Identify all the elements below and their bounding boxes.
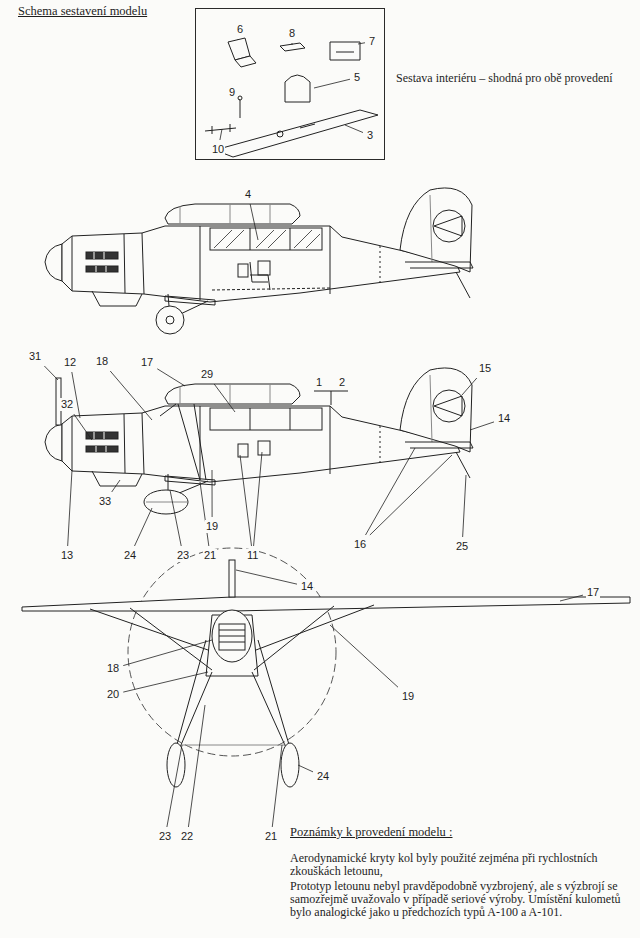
callout-number: 17 — [586, 586, 600, 599]
callout-number: 10 — [211, 143, 225, 156]
callout-number: 19 — [205, 520, 219, 533]
leader-line — [254, 452, 262, 546]
leader-line — [463, 475, 466, 537]
callout-number: 23 — [158, 830, 172, 843]
leader-line — [68, 470, 72, 546]
callout-number: 18 — [106, 662, 120, 675]
callout-number: 23 — [176, 549, 190, 562]
leader-line — [214, 384, 235, 412]
callout-number: 3 — [366, 129, 374, 142]
callout-number: 14 — [300, 580, 314, 593]
callout-number: 31 — [28, 350, 42, 363]
callout-number: 1 — [315, 376, 323, 389]
leader-line — [314, 79, 350, 88]
inset-frame: 6 8 7 5 9 10 3 — [195, 8, 385, 160]
leader-line — [330, 625, 398, 687]
leader-line — [238, 39, 239, 40]
callout-number: 6 — [236, 23, 244, 36]
note-text: Sestava interiéru – shodná pro obě prove… — [396, 72, 634, 85]
leader-line — [170, 490, 181, 546]
leader-line — [560, 595, 583, 601]
leader-line — [74, 414, 92, 440]
callout-number: 21 — [203, 549, 217, 562]
callout-number: 8 — [288, 27, 296, 40]
callout-number: 16 — [353, 538, 367, 551]
callout-number: 4 — [244, 188, 252, 201]
callout-number: 21 — [264, 830, 278, 843]
leader-line — [123, 672, 208, 692]
leader-line — [44, 366, 58, 380]
callout-number: 13 — [60, 549, 74, 562]
leader-line — [72, 372, 80, 418]
leader-line — [110, 371, 152, 420]
callout-number: 9 — [228, 86, 236, 99]
leader-line — [135, 508, 153, 546]
callout-number: 32 — [60, 398, 74, 411]
callout-number: 24 — [123, 549, 137, 562]
sheet-title: Schema sestavení modelu — [18, 5, 147, 18]
callout-number: 14 — [497, 412, 511, 425]
callout-number: 24 — [316, 770, 330, 783]
leader-line — [272, 745, 282, 827]
leader-line — [212, 470, 213, 517]
leader-line — [345, 125, 363, 133]
callout-number: 18 — [95, 355, 109, 368]
callout-number: 5 — [353, 71, 361, 84]
leader-line — [250, 204, 258, 240]
leader-line — [240, 455, 252, 546]
callout-number: 11 — [246, 549, 259, 562]
leader-line — [292, 43, 293, 45]
leader-line — [366, 448, 415, 535]
leader-line — [200, 482, 209, 546]
note-text: Poznámky k provedení modelu : — [290, 826, 452, 839]
callout-number: 20 — [106, 688, 120, 701]
callout-number: 22 — [180, 830, 194, 843]
callout-number: 15 — [478, 362, 492, 375]
leader-line — [470, 422, 494, 430]
callout-number: 33 — [98, 495, 112, 508]
note-text: Aerodynamické kryty kol byly použité zej… — [290, 852, 635, 878]
callout-number: 17 — [140, 356, 154, 369]
callout-number: 7 — [368, 35, 376, 48]
leader-line — [167, 745, 182, 827]
leader-line — [188, 705, 205, 827]
leader-line — [358, 43, 365, 44]
leader-line — [112, 480, 120, 492]
leader-line — [236, 570, 297, 584]
callout-number: 2 — [338, 376, 346, 389]
leader-line — [239, 99, 241, 101]
leader-line — [157, 369, 185, 386]
leader-line — [462, 378, 477, 395]
callout-number: 29 — [200, 368, 214, 381]
leader-line — [298, 765, 313, 772]
leader-line — [123, 640, 212, 666]
leader-line — [220, 129, 222, 140]
callout-number: 25 — [455, 540, 469, 553]
callout-number: 12 — [63, 356, 77, 369]
note-text: Prototyp letounu nebyl pravděpodobně vyz… — [290, 880, 635, 919]
callout-number: 19 — [401, 690, 415, 703]
leader-line — [370, 455, 452, 535]
